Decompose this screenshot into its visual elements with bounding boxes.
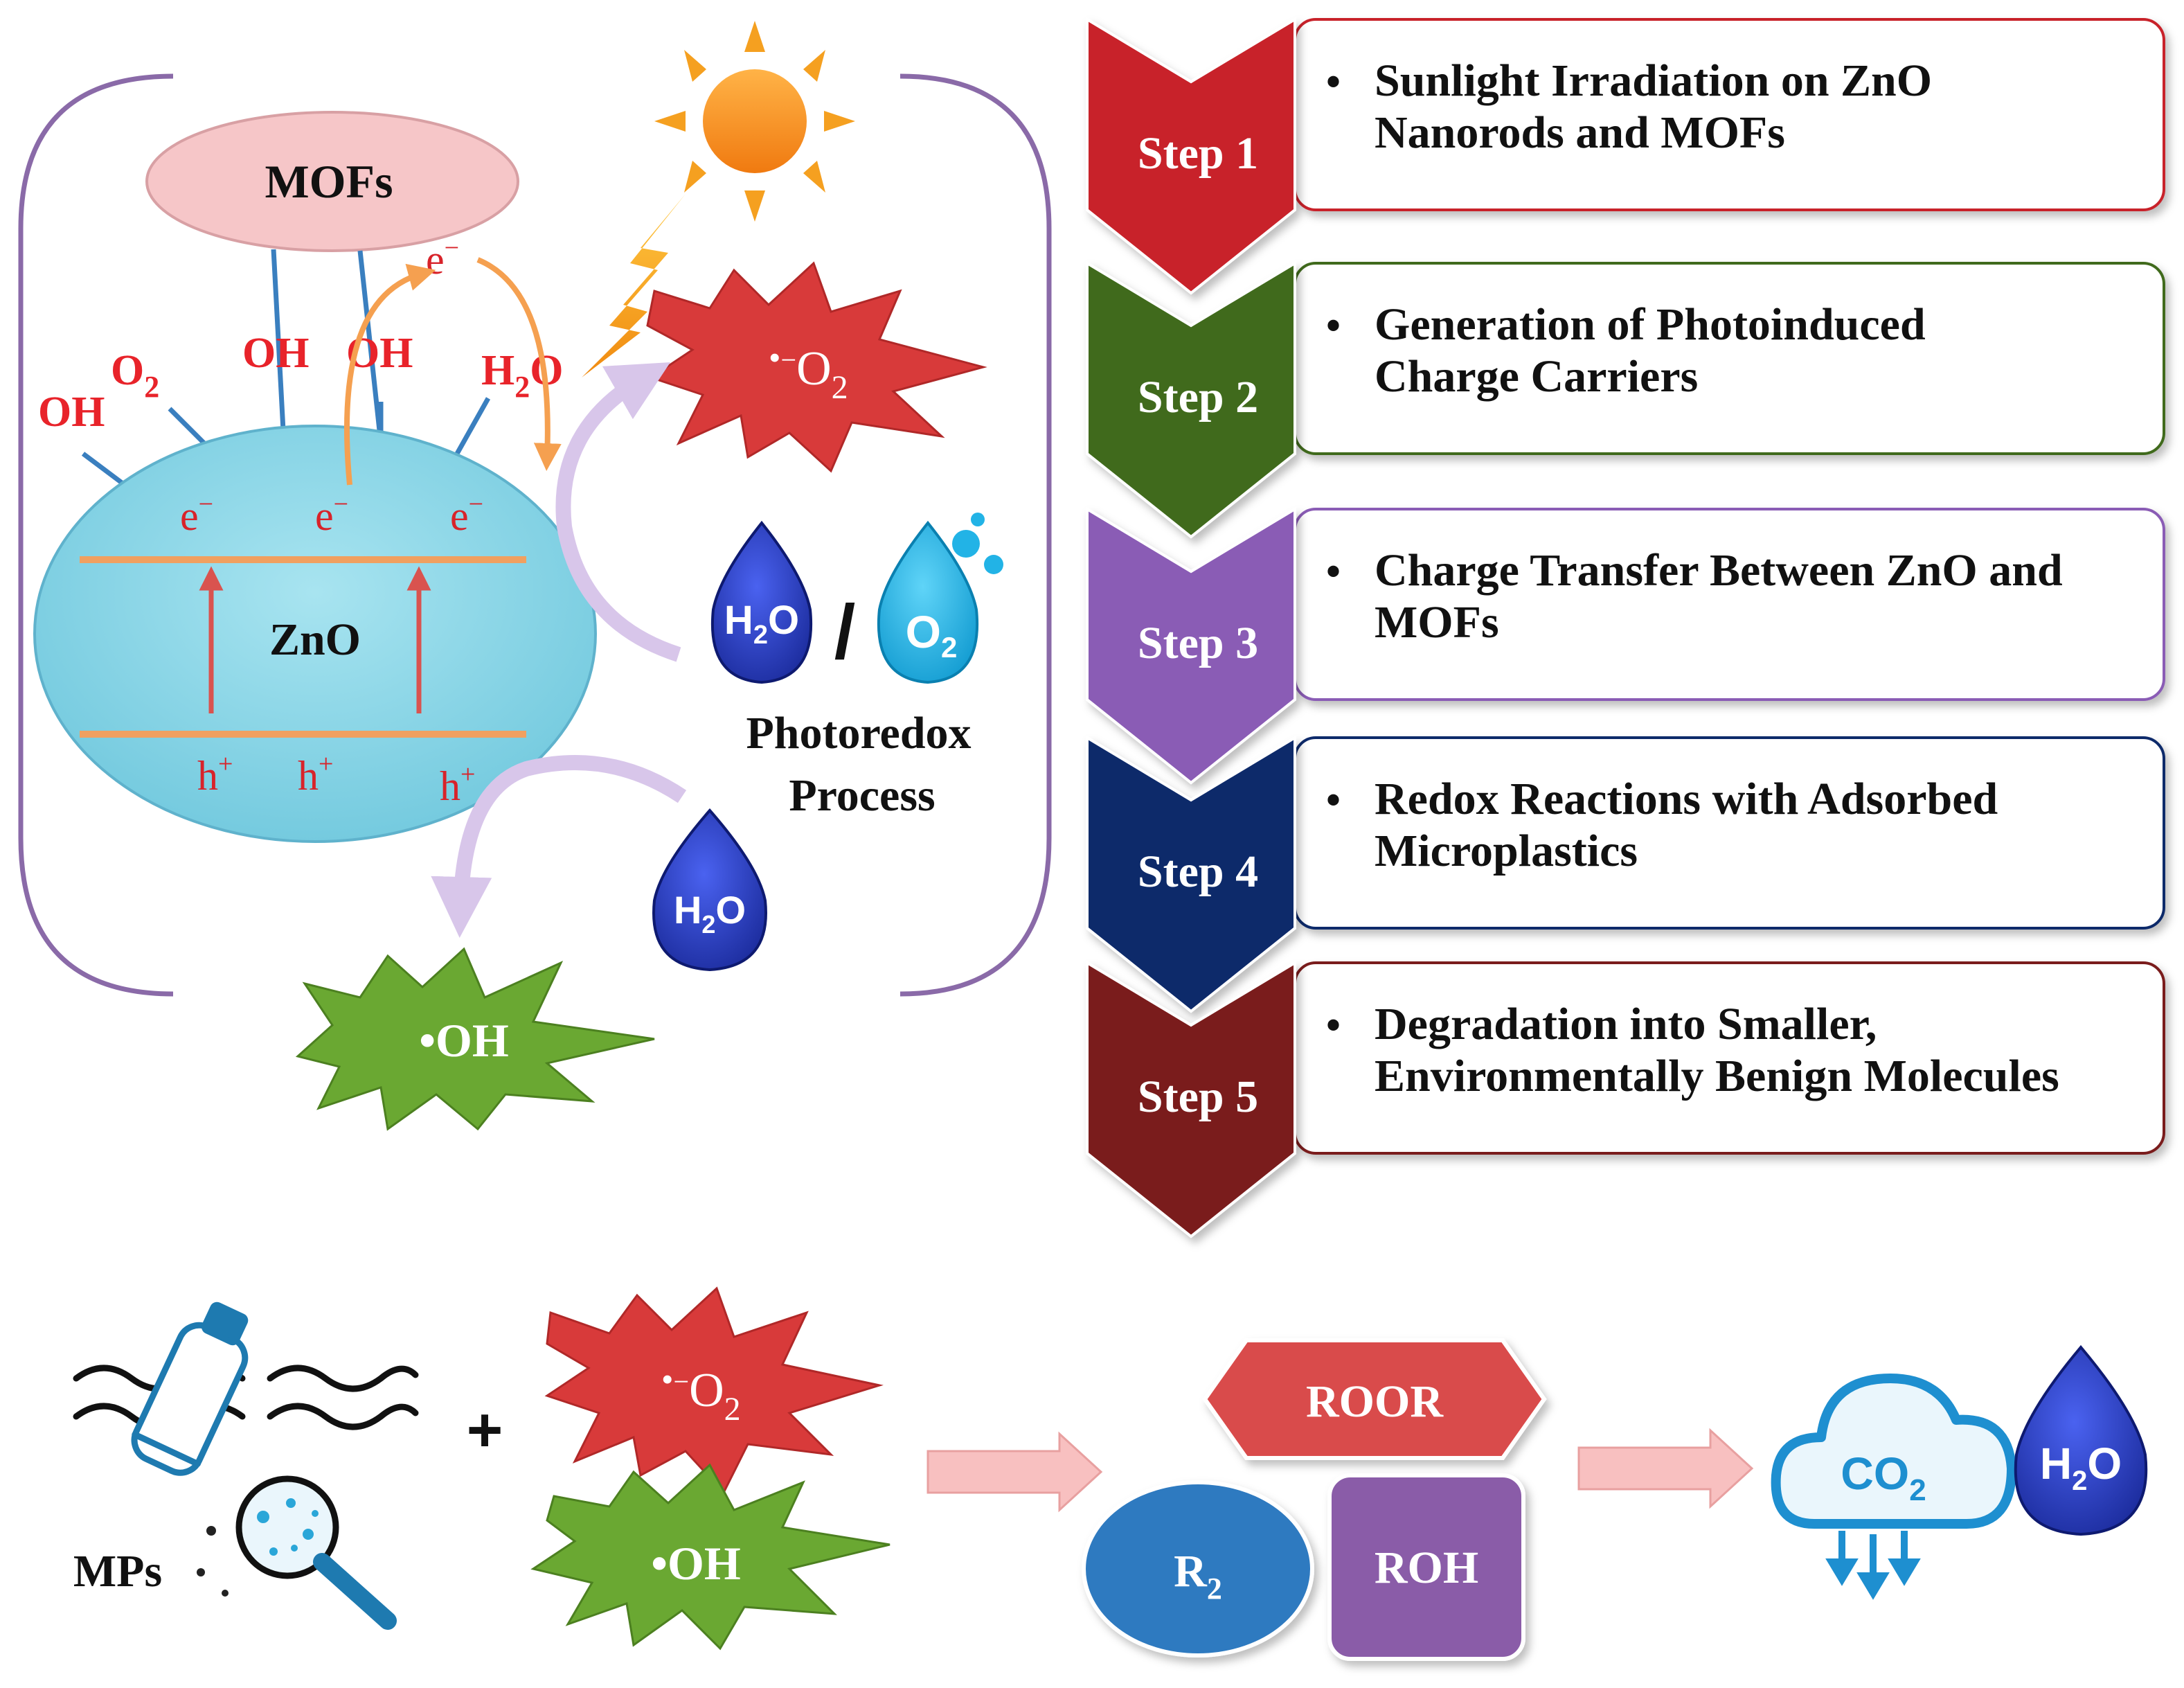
step-row: Step 4 • Redox Reactions with AdsorbedMicr… — [1086, 735, 2165, 1013]
superoxide-label: •−O2 — [769, 338, 848, 406]
svg-text:H2O: H2O — [724, 598, 799, 650]
roh-product: ROH — [1327, 1473, 1525, 1661]
oh-label: OH — [242, 330, 309, 377]
adsorbates: OH O2 OH OH H2O — [38, 330, 563, 436]
svg-text:O2: O2 — [906, 606, 958, 664]
photoredox-label-line1: Photoredox — [746, 708, 971, 758]
mofs-ellipse — [145, 111, 519, 252]
step-description-line: Environmentally Benign Molecules — [1375, 1051, 2059, 1101]
plus-sign: + — [467, 1396, 503, 1465]
oxidation-arrow — [431, 755, 687, 938]
mps-label: MPs — [73, 1546, 162, 1597]
hydroxyl-label: •OH — [651, 1537, 741, 1590]
lightning-bolt-icon — [582, 194, 686, 377]
reaction-arrow-1 — [927, 1431, 1103, 1513]
water-drop-icon: H2O — [2014, 1344, 2148, 1536]
superoxide-radical-star: •−O2 — [646, 261, 987, 473]
superoxide-label: •−O2 — [661, 1360, 741, 1428]
step-description-line: Microplastics — [1375, 826, 1638, 876]
step-description-line: Redox Reactions with Adsorbed — [1375, 774, 1998, 824]
step-description-line: Nanorods and MOFs — [1375, 107, 1785, 158]
step-row: Step 3 • Charge Transfer Between ZnO andMO… — [1086, 506, 2165, 785]
oxygen-drop-icon: O2 — [877, 513, 1003, 684]
holes: h+ h+ h+ — [197, 749, 475, 809]
superoxide-radical-star: •−O2 — [544, 1286, 884, 1495]
step-bullet: • — [1326, 777, 1341, 823]
svg-text:CO2: CO2 — [1841, 1448, 1926, 1507]
o2-label: O2 — [111, 347, 159, 404]
h2o-label: H2O — [481, 347, 563, 404]
hydroxyl-label: •OH — [419, 1014, 509, 1067]
water-drop-icon: H2O — [710, 520, 813, 684]
step-description-line: Charge Transfer Between ZnO and — [1375, 545, 2063, 596]
steps-panel: Step 1 • Sunlight Irradiation on ZnONanoro… — [1086, 17, 2165, 1238]
step-bullet: • — [1326, 59, 1341, 105]
right-bracket — [899, 73, 1052, 997]
step-chevron — [1086, 960, 1296, 1238]
step-bullet: • — [1326, 1002, 1341, 1048]
step-row: Step 2 • Generation of PhotoinducedCharge … — [1086, 260, 2165, 539]
reaction-arrow-2 — [1577, 1428, 1754, 1509]
reduction-arrow — [555, 362, 681, 662]
step-chevron — [1086, 260, 1296, 539]
zno-label: ZnO — [269, 614, 361, 665]
svg-text:ROOR: ROOR — [1306, 1376, 1444, 1427]
sun-icon — [654, 21, 855, 222]
step-label: Step 3 — [1138, 618, 1258, 668]
step-label: Step 1 — [1138, 128, 1258, 179]
oh-label: OH — [38, 389, 105, 436]
hydroxyl-radical-star: •OH — [295, 947, 655, 1131]
svg-text:H2O: H2O — [674, 888, 746, 939]
photoredox-label-line2: Process — [789, 770, 935, 821]
electron-label: e− — [180, 490, 213, 539]
step-chevron — [1086, 506, 1296, 785]
step-row: Step 5 • Degradation into Smaller,Environm… — [1086, 960, 2165, 1238]
r2-product: R2 — [1082, 1480, 1314, 1658]
hole-label: h+ — [197, 749, 233, 799]
step-chevron — [1086, 17, 1296, 295]
electron-transfer-arrow-down — [476, 257, 562, 471]
step-label: Step 2 — [1138, 372, 1258, 423]
step-description-line: Charge Carriers — [1375, 351, 1698, 402]
reaction-row: MPs + •−O2 •OH ROOR R2 ROH — [73, 1286, 2148, 1661]
electrons: e− e− e− e− — [180, 233, 483, 539]
co2-cloud-icon: CO2 — [1771, 1374, 2016, 1600]
svg-text:H2O: H2O — [2040, 1439, 2122, 1496]
step-description-line: MOFs — [1375, 597, 1499, 648]
step-description-line: Sunlight Irradiation on ZnO — [1375, 55, 1932, 106]
mof-links — [271, 249, 384, 444]
roor-product: ROOR — [1202, 1338, 1547, 1460]
microplastics-icon — [73, 1301, 419, 1630]
hydroxyl-radical-star: •OH — [530, 1463, 890, 1651]
svg-text:R2: R2 — [1174, 1546, 1222, 1606]
mofs-label: MOFs — [265, 155, 393, 208]
step-row: Step 1 • Sunlight Irradiation on ZnONanoro… — [1086, 17, 2165, 295]
step-label: Step 4 — [1138, 846, 1258, 897]
left-bracket — [18, 73, 174, 997]
step-bullet: • — [1326, 303, 1341, 348]
electron-transfer-arrow-up — [343, 263, 436, 486]
hole-label: h+ — [298, 749, 333, 799]
electron-label: e− — [450, 490, 483, 539]
mechanism-panel: MOFs ZnO e− e− e− e− h+ — [18, 21, 1052, 1131]
step-bullet: • — [1326, 549, 1341, 594]
water-drop-icon: H2O — [652, 808, 767, 972]
hole-label: h+ — [440, 760, 475, 809]
step-label: Step 5 — [1138, 1072, 1258, 1122]
microplastic-fragments — [197, 1498, 319, 1597]
slash-separator: / — [834, 589, 856, 675]
svg-text:ROH: ROH — [1375, 1543, 1478, 1593]
step-description-line: Degradation into Smaller, — [1375, 999, 1877, 1049]
electron-label: e− — [426, 233, 459, 283]
step-chevron — [1086, 735, 1296, 1013]
electron-label: e− — [315, 490, 348, 539]
step-description-line: Generation of Photoinduced — [1375, 299, 1926, 350]
